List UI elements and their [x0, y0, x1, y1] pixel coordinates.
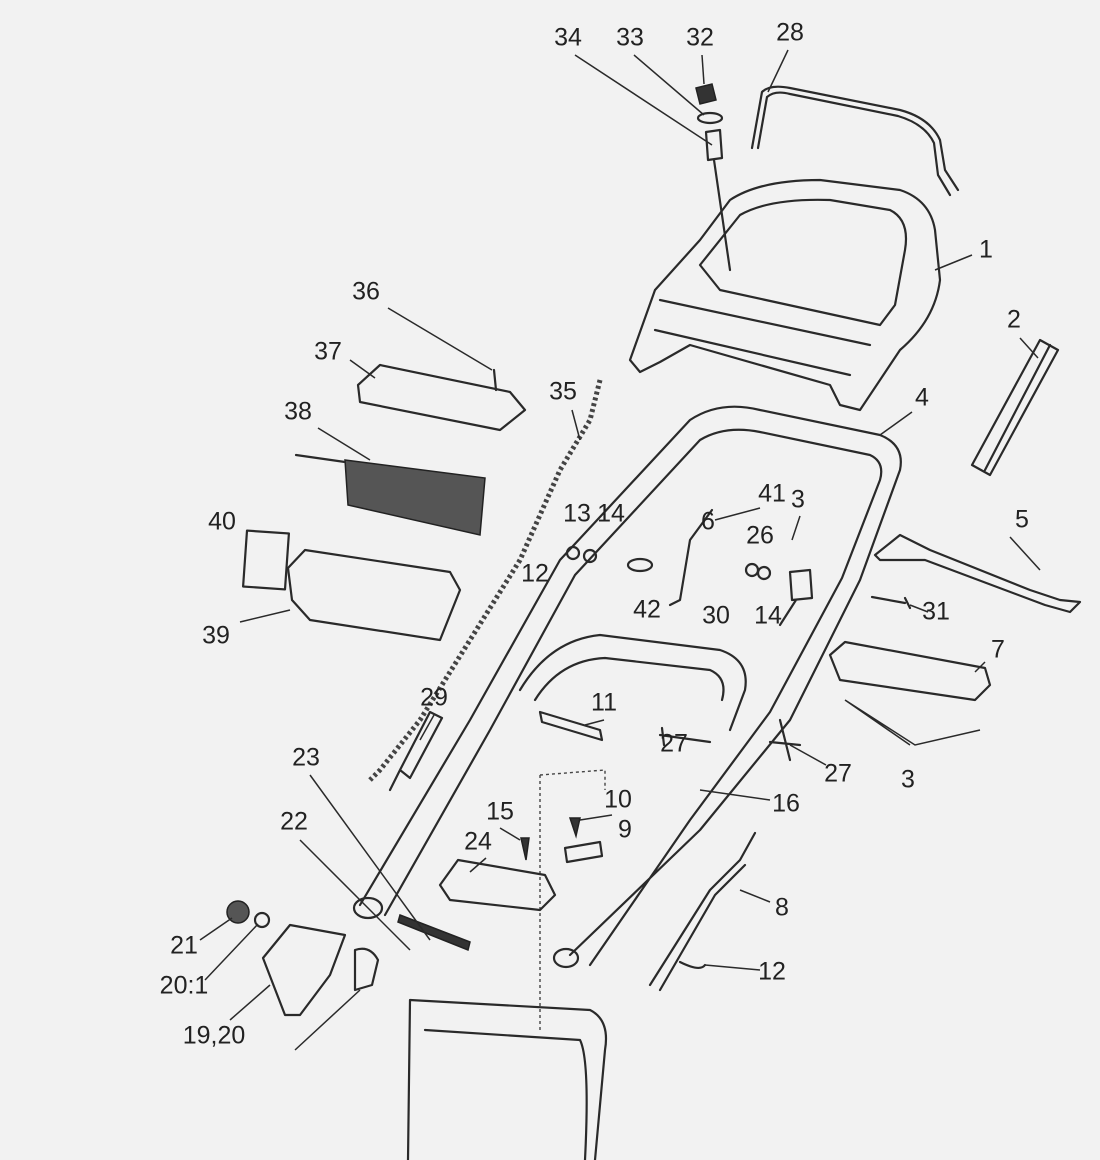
part-label-3b: 3	[901, 765, 915, 794]
part-label-29: 29	[420, 683, 448, 712]
part-15-screw	[520, 837, 530, 861]
part-37-lid	[356, 363, 527, 432]
part-label-13: 13	[563, 499, 591, 528]
part-label-39: 39	[202, 621, 230, 650]
part-label-20-1: 20:1	[159, 971, 209, 1000]
part-label-22: 22	[280, 807, 308, 836]
part-29-connector	[388, 710, 444, 792]
part-7-bracket	[828, 640, 992, 702]
part-label-10: 10	[604, 785, 632, 814]
part-label-14: 14	[597, 499, 625, 528]
part-33-washer	[696, 111, 724, 125]
part-42	[626, 557, 654, 573]
part-label-27b: 27	[824, 759, 852, 788]
part-21-nut	[226, 900, 250, 924]
part-label-12: 12	[521, 559, 549, 588]
part-1-handle-frame	[628, 178, 942, 412]
part-label-31: 31	[922, 597, 950, 626]
disc	[353, 947, 380, 992]
part-20-1-washer	[253, 911, 271, 929]
part-label-24: 24	[464, 827, 492, 856]
part-40-label	[241, 529, 291, 591]
part-label-2: 2	[1007, 305, 1021, 334]
part-label-21: 21	[170, 931, 198, 960]
part-label-19-20: 19,20	[182, 1021, 246, 1050]
part-35-cable	[368, 379, 603, 782]
part-36-screw	[492, 368, 498, 392]
part-label-41: 41	[758, 479, 786, 508]
part-label-9: 9	[618, 815, 632, 844]
part-32-knob	[695, 83, 717, 105]
part-27-pin	[658, 726, 712, 747]
part-label-28: 28	[776, 18, 804, 47]
part-2-rail	[970, 338, 1060, 477]
part-label-30: 30	[702, 601, 730, 630]
part-label-34: 34	[554, 23, 582, 52]
part-label-36: 36	[352, 277, 380, 306]
part-label-15: 15	[486, 797, 514, 826]
part-label-26: 26	[746, 521, 774, 550]
part-label-7: 7	[991, 635, 1005, 664]
part-label-5: 5	[1015, 505, 1029, 534]
leader-lines	[199, 49, 1041, 1051]
part-label-11: 11	[591, 688, 617, 717]
part-19-20-cover	[261, 923, 347, 1017]
part-5-lever	[873, 533, 1082, 614]
part-22-23-bolt	[397, 914, 471, 952]
part-38-battery	[344, 459, 486, 536]
part-label-23: 23	[292, 743, 320, 772]
part-10-screw	[568, 817, 581, 839]
part-label-6: 6	[701, 507, 715, 536]
part-26-switch	[778, 568, 814, 627]
part-14	[582, 548, 598, 564]
part-label-33: 33	[616, 23, 644, 52]
part-label-35: 35	[549, 377, 577, 406]
part-16-lower-handle	[518, 633, 747, 732]
part-4-16-main-handle	[358, 405, 902, 967]
part-label-16: 16	[772, 789, 800, 818]
part-label-12b: 12	[758, 957, 786, 986]
part-11-bolt	[538, 710, 604, 742]
part-12-clip	[678, 960, 707, 969]
part-label-42: 42	[633, 595, 661, 624]
part-label-32: 32	[686, 23, 714, 52]
part-label-8: 8	[775, 893, 789, 922]
part-34-screw	[704, 128, 732, 272]
part-label-40: 40	[208, 507, 236, 536]
part-label-4: 4	[915, 383, 929, 412]
part-9-block	[563, 840, 604, 864]
part-31-bolt	[870, 595, 912, 610]
part-label-38: 38	[284, 397, 312, 426]
part-label-14b: 14	[754, 601, 782, 630]
part-41-link	[668, 508, 714, 607]
part-label-1: 1	[979, 235, 993, 264]
part-label-3: 3	[791, 485, 805, 514]
part-27-knob	[768, 718, 802, 762]
part-39-tray	[286, 548, 462, 642]
part-label-37: 37	[314, 337, 342, 366]
part-28-bar	[750, 85, 960, 197]
part-24-plate	[438, 858, 557, 912]
part-13	[565, 545, 581, 561]
mower-deck	[406, 998, 608, 1160]
part-8-cable	[648, 831, 757, 992]
part-label-27: 27	[660, 729, 688, 758]
